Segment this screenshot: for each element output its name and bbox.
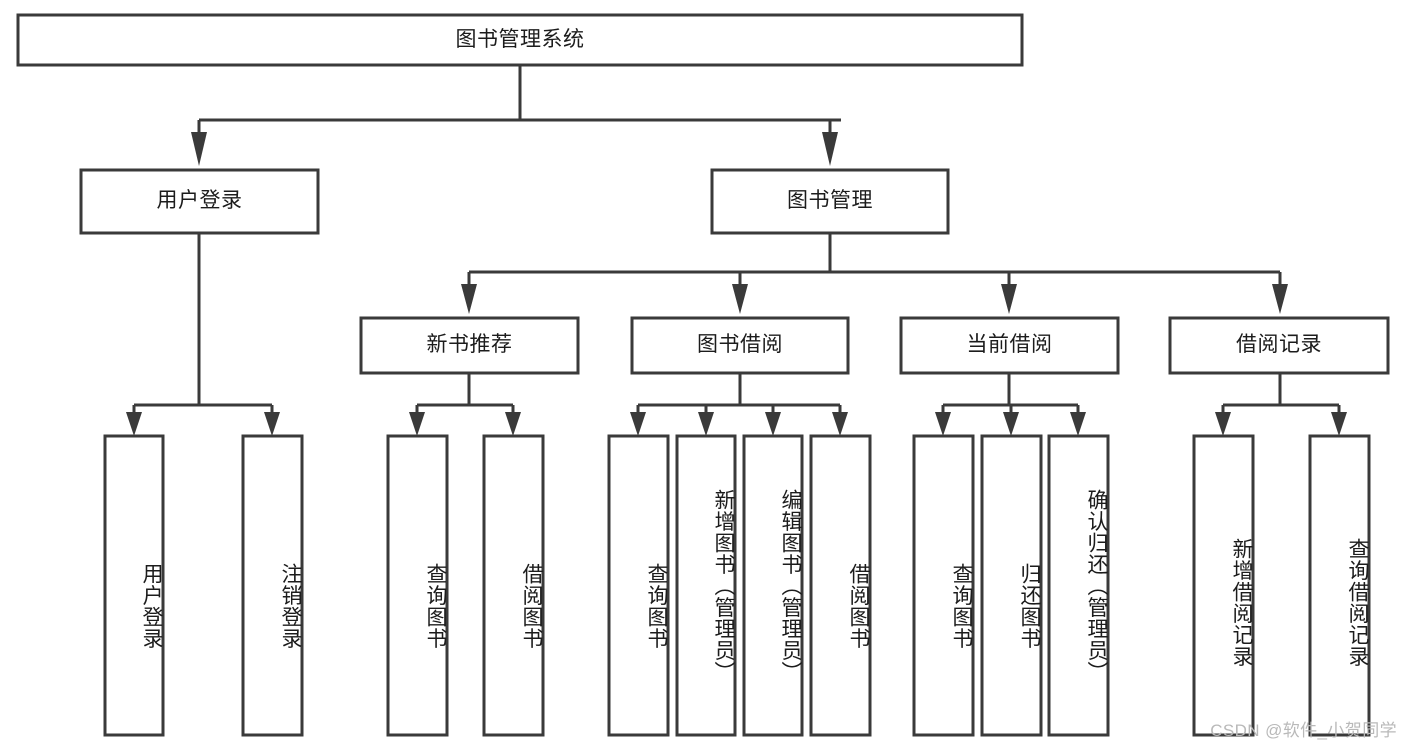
node-box-leaf-cur-query[interactable] <box>912 434 975 737</box>
node-box-new-book-rec[interactable] <box>359 316 580 375</box>
node-leaf-borrow-edit[interactable] <box>744 436 802 735</box>
node-box-leaf-rec-borrow[interactable] <box>482 434 545 737</box>
arrow-head-leaf-user-logout <box>264 412 280 436</box>
arrow-head-leaf-rec-add <box>1215 412 1231 436</box>
arrow-head-leaf-borrow-lend <box>832 412 848 436</box>
node-box-leaf-cur-confirm[interactable] <box>1047 434 1110 737</box>
arrow-head-leaf-borrow-query <box>630 412 646 436</box>
node-leaf-rec-borrow[interactable] <box>484 436 543 735</box>
node-box-leaf-borrow-query[interactable] <box>607 434 670 737</box>
node-box-leaf-borrow-lend[interactable] <box>809 434 872 737</box>
node-leaf-rec-search[interactable] <box>1310 436 1369 735</box>
node-box-user-login[interactable] <box>79 168 320 235</box>
connector-group-book-borrow <box>630 373 848 436</box>
arrow-head-book-borrow <box>732 284 748 314</box>
arrow-head-leaf-rec-borrow <box>505 412 521 436</box>
arrow-head-leaf-borrow-edit <box>765 412 781 436</box>
node-box-borrow-record[interactable] <box>1168 316 1390 375</box>
node-leaf-borrow-add[interactable] <box>677 436 735 735</box>
node-box-book-borrow[interactable] <box>630 316 850 375</box>
arrow-head-leaf-cur-confirm <box>1070 412 1086 436</box>
node-book-borrow[interactable] <box>632 318 848 373</box>
node-leaf-borrow-query[interactable] <box>609 436 668 735</box>
node-borrow-record[interactable] <box>1170 318 1388 373</box>
node-box-leaf-rec-search[interactable] <box>1308 434 1371 737</box>
node-leaf-cur-return[interactable] <box>982 436 1041 735</box>
connector-group-current-borrow <box>935 373 1086 436</box>
node-leaf-user-login[interactable] <box>105 436 163 735</box>
node-box-book-manage[interactable] <box>710 168 950 235</box>
node-box-leaf-rec-query[interactable] <box>386 434 449 737</box>
node-box-leaf-user-logout[interactable] <box>241 434 304 737</box>
node-leaf-rec-add[interactable] <box>1194 436 1253 735</box>
arrow-head-new-book-rec <box>461 284 477 314</box>
arrow-head-user-login <box>191 132 207 166</box>
node-leaf-cur-query[interactable] <box>914 436 973 735</box>
arrow-head-borrow-record <box>1272 284 1288 314</box>
arrow-head-leaf-cur-return <box>1003 412 1019 436</box>
node-box-current-borrow[interactable] <box>899 316 1120 375</box>
node-box-leaf-borrow-edit[interactable] <box>742 434 804 737</box>
node-current-borrow[interactable] <box>901 318 1118 373</box>
arrow-head-leaf-user-login <box>126 412 142 436</box>
node-leaf-cur-confirm[interactable] <box>1049 436 1108 735</box>
node-leaf-rec-query[interactable] <box>388 436 447 735</box>
node-book-manage[interactable] <box>712 170 948 233</box>
arrow-head-leaf-borrow-add <box>698 412 714 436</box>
arrow-head-leaf-rec-query <box>409 412 425 436</box>
connector-group-user-login <box>126 233 280 436</box>
arrow-head-book-manage <box>822 132 838 166</box>
arrow-head-leaf-rec-search <box>1331 412 1347 436</box>
connector-group-new-book-rec <box>409 373 521 436</box>
node-leaf-borrow-lend[interactable] <box>811 436 870 735</box>
arrow-head-current-borrow <box>1001 284 1017 314</box>
connector-group-borrow-record <box>1215 373 1347 436</box>
connector-group-root <box>191 65 841 166</box>
node-box-leaf-cur-return[interactable] <box>980 434 1043 737</box>
connector-group-book-manage <box>461 233 1288 314</box>
node-leaf-user-logout[interactable] <box>243 436 302 735</box>
arrow-head-leaf-cur-query <box>935 412 951 436</box>
node-new-book-rec[interactable] <box>361 318 578 373</box>
node-box-root[interactable] <box>16 13 1024 67</box>
node-user-login[interactable] <box>81 170 318 233</box>
csdn-watermark: CSDN @软件_小贺同学 <box>1210 721 1397 740</box>
node-box-leaf-borrow-add[interactable] <box>675 434 737 737</box>
node-box-leaf-rec-add[interactable] <box>1192 434 1255 737</box>
node-root[interactable] <box>18 15 1022 65</box>
node-box-leaf-user-login[interactable] <box>103 434 165 737</box>
